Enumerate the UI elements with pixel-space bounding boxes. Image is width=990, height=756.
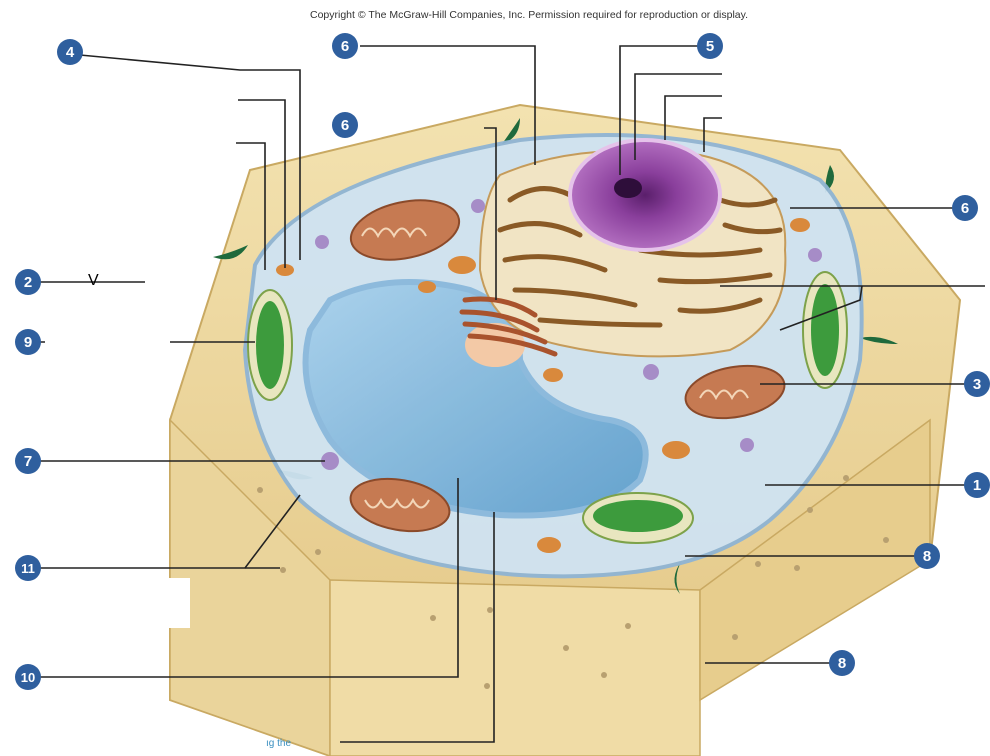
svg-text:6: 6 [961,200,969,217]
callout-6-top: 6 [332,33,358,59]
callout-6-right: 6 [952,195,978,221]
svg-text:10: 10 [21,670,35,685]
callout-10: 10 [15,664,41,690]
handwritten-v-mark: V [88,272,99,290]
svg-text:9: 9 [24,334,32,351]
label-masks [40,328,190,628]
svg-text:1: 1 [973,477,981,494]
svg-text:8: 8 [923,548,931,565]
callout-3: 3 [964,371,990,397]
svg-text:8: 8 [838,655,846,672]
svg-text:7: 7 [24,453,32,470]
svg-text:2: 2 [24,274,32,291]
svg-text:3: 3 [973,376,981,393]
callout-2: 2 [15,269,41,295]
callout-8-lower: 8 [829,650,855,676]
callout-8-upper: 8 [914,543,940,569]
label-fragment: ıg the [266,738,291,749]
callout-4: 4 [57,39,83,65]
svg-text:6: 6 [341,38,349,55]
callout-11: 11 [15,555,41,581]
nucleus [570,140,720,250]
callout-6-mid: 6 [332,112,358,138]
svg-text:6: 6 [341,117,349,134]
svg-text:11: 11 [21,561,35,576]
callout-5: 5 [697,33,723,59]
callout-9: 9 [15,329,41,355]
callout-7: 7 [15,448,41,474]
svg-text:4: 4 [66,44,75,61]
svg-text:5: 5 [706,38,714,55]
callout-1: 1 [964,472,990,498]
